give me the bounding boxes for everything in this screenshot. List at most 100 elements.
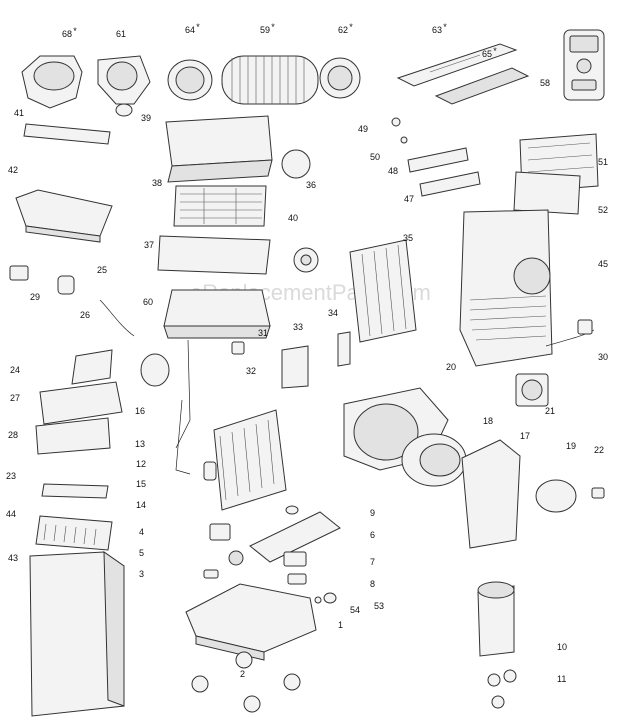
part-62-hose-coupler [319,57,361,99]
part-52-filter-frame [513,171,581,215]
part-49-knob [391,117,401,127]
callout-31: 31 [258,328,268,338]
part-16-thermistor [140,353,170,387]
part-7-bracket [283,551,307,567]
callout-49: 49 [358,124,368,134]
part-59-exhaust-hose [221,55,319,105]
part-10-compressor [477,581,515,657]
callout-34: 34 [328,308,338,318]
part-13-suction-pipe [175,339,191,449]
part-9-screw-clip [285,505,299,515]
part-29-float-switch [9,265,29,281]
callout-45: 45 [598,259,608,269]
callout-22: 22 [594,445,604,455]
part-1-base-pan [185,583,317,661]
part-6-mounting-plate [249,511,341,563]
callout-35: 35 [403,233,413,243]
part-68-coupler-nozzle [21,55,83,109]
callout-18: 18 [483,416,493,426]
part-21-fan-guard [515,373,549,407]
part-32-relay [231,341,245,355]
callout-61: 61 [116,29,126,39]
callout-54: 54 [350,605,360,615]
part-42-water-tray [15,189,113,243]
callout-17: 17 [520,431,530,441]
callout-50: 50 [370,152,380,162]
callout-59: 59 [260,25,270,35]
callout-16: 16 [135,406,145,416]
part-37-duct-frame [157,235,271,275]
callout-64-asterisk: * [196,22,200,32]
part-15-filter-drier [203,461,217,481]
part-18-blower-wheel [401,433,467,487]
callout-12: 12 [136,459,146,469]
callout-26: 26 [80,310,90,320]
callout-4: 4 [139,527,144,537]
part-8-rubber-pad [287,573,307,585]
callout-32: 32 [246,366,256,376]
callout-1: 1 [338,620,343,630]
callout-28: 28 [8,430,18,440]
callout-47: 47 [404,194,414,204]
callout-11: 11 [557,674,566,684]
callout-13: 13 [135,439,145,449]
callout-21: 21 [545,406,555,416]
part-26-sensor-lead [99,299,135,337]
part-31-drain-base [163,325,271,339]
part-4-pump-assembly [209,523,231,541]
part-27-control-panel [39,381,123,425]
callout-52: 52 [598,205,608,215]
callout-25: 25 [97,265,107,275]
part-12-discharge-pipe [175,399,191,475]
callout-40: 40 [288,213,298,223]
part-14-evaporator [213,409,287,511]
callout-44: 44 [6,509,16,519]
part-50-screw [400,136,408,144]
part-25-capacitor [57,275,75,295]
part-36-louver-motor [281,149,311,179]
part-39-louver-housing [165,115,273,183]
callout-48: 48 [388,166,398,176]
callout-27: 27 [10,393,20,403]
callout-3: 3 [139,569,144,579]
part-23-seal-strip [41,483,109,499]
callout-19: 19 [566,441,576,451]
callout-58: 58 [540,78,550,88]
callout-39: 39 [141,113,151,123]
part-19-fan-motor [535,479,577,513]
callout-59-asterisk: * [271,22,275,32]
callout-38: 38 [152,178,162,188]
part-3-drain-plug [203,569,219,579]
part-35-condenser-coil [349,239,417,343]
part-22-connector [591,487,605,499]
part-43-front-cabinet [29,551,125,717]
part-61-window-adapter [97,55,151,117]
callout-64: 64 [185,25,195,35]
part-65-window-panel [434,67,530,105]
part-64-hose-end-ring [167,59,213,101]
callout-53: 53 [374,601,384,611]
part-44-front-grille [35,515,113,551]
callout-62: 62 [338,25,348,35]
part-34-bracket-clip [337,331,351,367]
part-40-gasket-ring [293,247,319,273]
callout-51: 51 [598,157,608,167]
part-60-sensor-wire [163,289,271,327]
callout-33: 33 [293,322,303,332]
callout-23: 23 [6,471,16,481]
callout-41: 41 [14,108,24,118]
part-47-clip-bracket-lower [419,171,481,197]
callout-60: 60 [143,297,153,307]
part-41-top-louver [23,123,111,145]
callout-68-asterisk: * [73,26,77,36]
part-54-drain-screw [314,596,322,604]
callout-68: 68 [62,29,72,39]
callout-42: 42 [8,165,18,175]
callout-15: 15 [136,479,146,489]
callout-24: 24 [10,365,20,375]
callout-63: 63 [432,25,442,35]
part-45-rear-cabinet [459,209,553,367]
part-5-gasket [228,550,244,566]
part-53-drain-cap [323,592,337,604]
